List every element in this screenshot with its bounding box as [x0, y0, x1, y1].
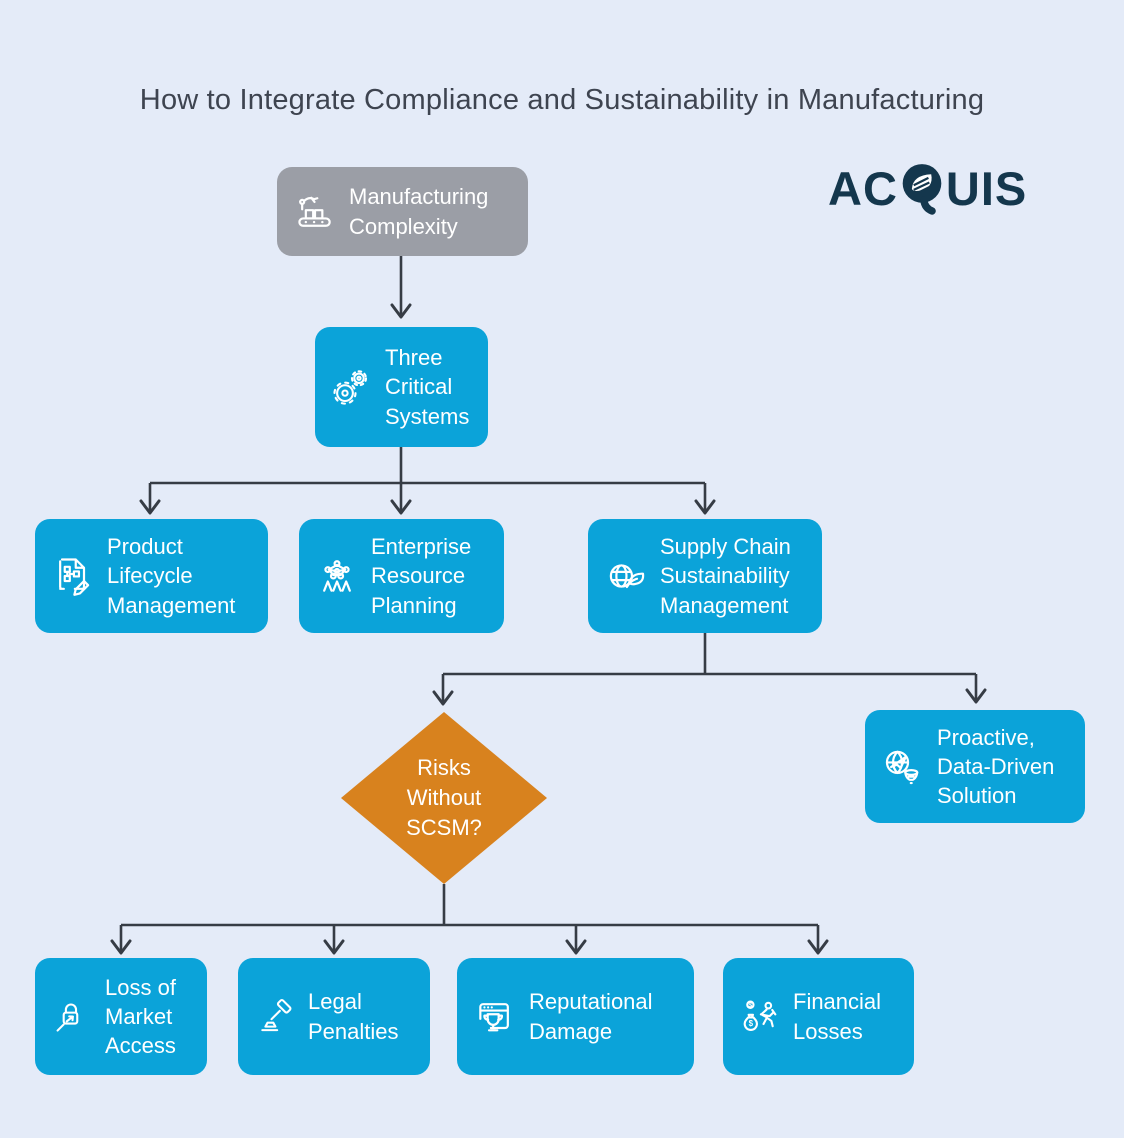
logo-text-left: AC	[828, 161, 898, 215]
logo-q-leaf-icon	[902, 164, 942, 215]
node-label: Loss of Market Access	[105, 974, 176, 1059]
node-legal-penalties: Legal Penalties	[238, 958, 430, 1075]
node-risks-without-scsm: Risks Without SCSM?	[341, 712, 547, 884]
acquis-logo: AC UIS	[828, 160, 1027, 216]
page-title: How to Integrate Compliance and Sustaina…	[139, 84, 985, 116]
browser-trophy-icon	[473, 995, 517, 1039]
lock-magnifier-icon	[51, 995, 93, 1039]
svg-text:$: $	[749, 1002, 753, 1009]
node-reputational-damage: Reputational Damage	[457, 958, 694, 1075]
node-label: Proactive, Data-Driven Solution	[937, 724, 1055, 809]
node-label: Three Critical Systems	[385, 345, 470, 429]
node-financial-losses: $ $ Financial Losses	[723, 958, 914, 1075]
network-people-icon	[315, 554, 359, 598]
node-label: Risks Without SCSM?	[406, 755, 482, 840]
node-enterprise-resource-planning: Enterprise Resource Planning	[299, 519, 504, 633]
globe-lightbulb-icon	[881, 745, 925, 789]
document-workflow-icon	[51, 554, 95, 598]
money-runner-icon: $ $	[739, 995, 781, 1039]
node-label: Financial Losses	[793, 989, 882, 1044]
node-label: Manufacturing Complexity	[349, 184, 489, 239]
node-label: Product Lifecycle Management	[107, 534, 236, 618]
node-label: Reputational Damage	[529, 989, 653, 1044]
gavel-icon	[254, 995, 296, 1039]
factory-icon	[293, 190, 337, 234]
node-label: Supply Chain Sustainability Management	[660, 534, 791, 618]
node-proactive-data-driven-solution: Proactive, Data-Driven Solution	[865, 710, 1085, 823]
svg-text:$: $	[749, 1019, 754, 1028]
node-three-critical-systems: Three Critical Systems	[315, 327, 488, 447]
node-loss-of-market-access: Loss of Market Access	[35, 958, 207, 1075]
node-product-lifecycle-management: Product Lifecycle Management	[35, 519, 268, 633]
node-supply-chain-sustainability-management: Supply Chain Sustainability Management	[588, 519, 822, 633]
node-label: Legal Penalties	[308, 989, 399, 1044]
gears-icon	[331, 365, 373, 409]
node-label: Enterprise Resource Planning	[371, 534, 472, 618]
node-manufacturing-complexity: Manufacturing Complexity	[277, 167, 528, 256]
logo-text-right: UIS	[945, 161, 1028, 215]
globe-leaf-icon	[604, 554, 648, 598]
